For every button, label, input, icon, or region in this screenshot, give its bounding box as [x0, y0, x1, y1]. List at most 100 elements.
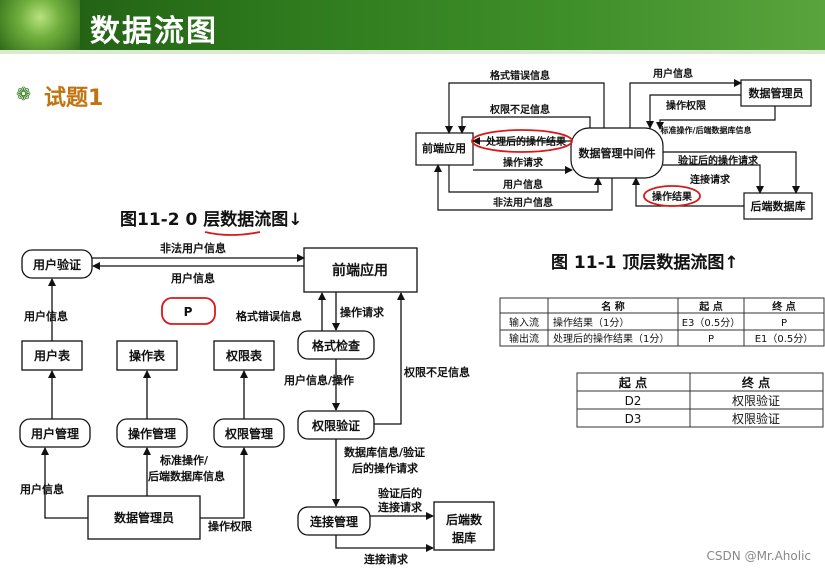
- flow-label: 数据库信息/验证: [344, 445, 425, 459]
- table-cell: 输出流: [509, 332, 539, 345]
- table-start-end: [576, 372, 824, 428]
- node-perm-table-label: 权限表: [225, 348, 263, 363]
- top-node-data-admin: [740, 79, 812, 107]
- top-node-backend-db-label: 后端数据库: [751, 199, 806, 213]
- node-conn-mgmt-label: 连接管理: [310, 514, 358, 529]
- red-underline-annotation: [204, 231, 261, 236]
- table-cell: P: [708, 334, 714, 345]
- top-flow-label: 用户信息: [652, 67, 693, 80]
- top-flow-label: 格式错误信息: [490, 69, 550, 82]
- flow-label: 权限不足信息: [403, 365, 470, 379]
- node-data-admin-label: 数据管理员: [114, 510, 174, 525]
- top-flow-label: 操作请求: [503, 156, 544, 169]
- node-perm-verify-label: 权限验证: [311, 418, 360, 433]
- top-flow-label: 非法用户信息: [493, 196, 553, 209]
- flow-label: 用户信息/操作: [284, 373, 354, 387]
- node-op-table-label: 操作表: [129, 348, 166, 363]
- table-start-end-text: 起 点 终 点 D2 权限验证 D3 权限验证: [618, 375, 780, 426]
- table-header: 起 点: [618, 375, 647, 390]
- top-flow-user-info: [448, 165, 602, 193]
- node-frontend-app-label: 前端应用: [332, 262, 388, 279]
- flow-label: 格式错误信息: [236, 309, 302, 323]
- flow-label: 操作请求: [340, 305, 385, 319]
- node-backend-db-label-1: 后端数: [446, 512, 483, 527]
- top-flow-op-permission: [646, 94, 741, 129]
- flow-label: 用户信息: [24, 309, 68, 323]
- top-flow-label: 验证后的操作请求: [678, 154, 759, 167]
- top-flow-label: 操作结果: [652, 190, 693, 203]
- node-p-label: P: [184, 305, 193, 319]
- topic-title: 试题1: [44, 86, 104, 111]
- flow-insufficient-perm: [374, 292, 405, 425]
- flow-label: 标准操作/: [159, 453, 209, 467]
- top-flow-verified-request: [663, 151, 800, 194]
- top-flow-format-error: [445, 82, 605, 134]
- table-header: 终 点: [772, 300, 795, 313]
- flow-label: 非法用户信息: [160, 241, 226, 255]
- top-flow-label: 用户信息: [502, 178, 543, 191]
- top-node-data-admin-label: 数据管理员: [749, 86, 804, 100]
- node-format-check-label: 格式检查: [312, 338, 361, 353]
- table-io-flows: [499, 297, 825, 347]
- top-flow-std-ops: [656, 106, 776, 130]
- figure-11-1-caption: 图 11-1 顶层数据流图↑: [551, 252, 739, 273]
- top-flow-label: 权限不足信息: [489, 103, 550, 116]
- node-user-table-label: 用户表: [33, 348, 71, 363]
- level0-labels: 用户验证 前端应用 P 格式检查 权限验证 用户表 操作表 权限表 用户管理 操…: [20, 241, 483, 566]
- table-io-flows-text: 名 称 起 点 终 点 输入流 操作结果（1分） E3（0.5分） P 输出流 …: [509, 300, 813, 345]
- flow-admin-user-info: [41, 447, 88, 519]
- flower-bullet-icon: ❁: [16, 84, 32, 105]
- flow-connect-request: [335, 535, 434, 552]
- top-flow-illegal-user: [434, 164, 613, 211]
- flow-label: 验证后的: [378, 486, 422, 500]
- node-op-mgmt-label: 操作管理: [128, 426, 176, 441]
- table-cell: E3（0.5分）: [682, 317, 741, 329]
- node-user-verify-label: 用户验证: [32, 257, 81, 272]
- top-node-middleware-label: 数据管理中间件: [579, 146, 656, 160]
- table-header: 起 点: [698, 300, 722, 313]
- red-circle-annotation: [471, 129, 573, 153]
- table-header: 终 点: [742, 375, 770, 390]
- top-flow-connect-request: [663, 164, 764, 194]
- flow-label: 连接请求: [378, 500, 423, 514]
- top-node-frontend-label: 前端应用: [422, 141, 466, 155]
- top-node-frontend: [415, 132, 474, 166]
- node-perm-mgmt: [213, 418, 285, 448]
- header-divider: [0, 50, 825, 54]
- table-cell: 操作结果（1分）: [553, 316, 629, 329]
- top-flow-label: 操作权限: [666, 99, 707, 112]
- node-op-table: [116, 340, 178, 371]
- node-p: [161, 297, 216, 325]
- node-user-mgmt-label: 用户管理: [30, 426, 79, 441]
- slide-header: 数据流图: [0, 0, 825, 50]
- node-conn-mgmt: [297, 506, 371, 536]
- table-header: 名 称: [601, 300, 624, 313]
- table-cell: 权限验证: [732, 411, 780, 426]
- figure-11-2-caption: 图11-2 0 层数据流图↓: [120, 209, 302, 230]
- header-plant-image: [0, 0, 80, 50]
- top-dfd-labels: 前端应用 数据管理中间件 数据管理员 后端数据库 格式错误信息 权限不足信息 处…: [422, 67, 806, 213]
- flow-admin-op-permission: [200, 447, 248, 519]
- flow-label: 用户信息: [171, 271, 215, 285]
- table-cell: D3: [625, 412, 642, 426]
- table-cell: 输入流: [509, 316, 539, 329]
- table-cell: 权限验证: [732, 393, 780, 408]
- table-cell: D2: [625, 394, 642, 408]
- node-user-mgmt: [19, 418, 91, 448]
- table-cell: E1（0.5分）: [755, 333, 814, 345]
- node-backend-db: [433, 501, 495, 551]
- top-flow-user-info-admin: [629, 79, 742, 128]
- node-op-mgmt: [116, 418, 188, 448]
- top-flow-label: 连接请求: [690, 173, 731, 186]
- node-backend-db-label-2: 据库: [452, 530, 476, 545]
- level0-dfd: [19, 247, 495, 552]
- flow-label: 后的操作请求: [352, 461, 419, 475]
- top-node-middleware: [570, 127, 664, 179]
- watermark: CSDN @Mr.Aholic: [706, 549, 811, 563]
- top-dfd: [415, 79, 813, 220]
- top-flow-label: 处理后的操作结果: [485, 135, 567, 148]
- top-flow-insufficient-perm: [458, 116, 591, 134]
- table-cell: 处理后的操作结果（1分）: [553, 332, 669, 345]
- flow-label: 操作权限: [208, 519, 252, 533]
